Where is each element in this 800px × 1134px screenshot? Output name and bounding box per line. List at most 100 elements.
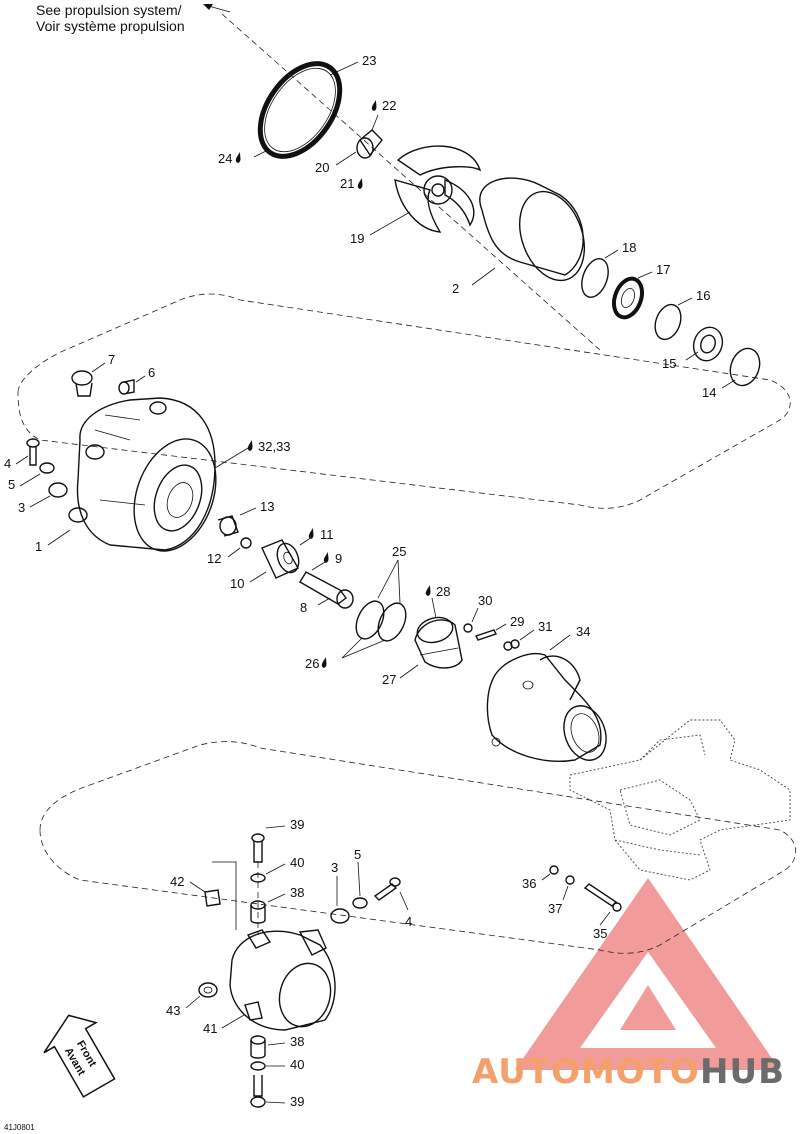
callout-22: 22 (382, 98, 396, 113)
leader-12 (227, 547, 241, 558)
front-arrow-badge: Front Avant (43, 1014, 116, 1098)
callout-4b: 4 (405, 914, 412, 929)
part-5-washer-right (352, 897, 368, 909)
callout-41: 41 (203, 1021, 217, 1036)
part-12-o-ring (240, 537, 252, 549)
callout-38a: 38 (290, 885, 304, 900)
part-13-spacer (217, 515, 239, 537)
leader-29 (495, 623, 507, 631)
lower-group-outline (39, 741, 797, 954)
part-3-grommet-right (330, 908, 350, 924)
callout-12: 12 (207, 551, 221, 566)
part-36-washer (549, 865, 559, 875)
callout-7: 7 (108, 352, 115, 367)
part-39-bolt-upper (251, 833, 265, 863)
part-26-o-ring-2 (377, 602, 407, 642)
header-line-1: See propulsion system/ (36, 2, 182, 18)
leader-28 (431, 597, 437, 619)
callout-9: 9 (335, 551, 342, 566)
leader-38b (267, 1042, 286, 1046)
leader-13 (239, 507, 257, 516)
part-31-o-ring-2 (510, 639, 520, 649)
callout-38b: 38 (290, 1034, 304, 1049)
leader-16 (677, 297, 693, 306)
leader-36 (541, 873, 551, 881)
watermark-part2: HUB (700, 1052, 785, 1092)
leader-18 (604, 249, 619, 259)
watermark-text: AUTOMOTO HUB (472, 1052, 785, 1092)
leader-35 (599, 911, 611, 926)
leader-3 (29, 495, 51, 508)
leader-9 (311, 561, 326, 571)
watermark-logo (515, 878, 780, 1070)
callout-28: 28 (436, 584, 450, 599)
callout-11: 11 (320, 527, 334, 542)
callout-26: 26 (305, 656, 319, 671)
callout-6: 6 (148, 365, 155, 380)
callout-39a: 39 (290, 817, 304, 832)
leader-27 (399, 664, 419, 679)
part-20-sleeve (356, 129, 383, 159)
part-6-dowel (118, 379, 135, 395)
leader-31 (519, 629, 535, 641)
part-26-o-ring (355, 600, 385, 640)
leader-39a (265, 825, 286, 829)
part-23-wear-ring (257, 61, 343, 159)
arrow-head-icon (203, 4, 213, 10)
loctite-drop-icon (371, 100, 377, 111)
axis-42 (212, 861, 237, 930)
part-40-washer-lower (250, 1061, 266, 1071)
part-19-impeller (394, 145, 482, 233)
leader-20 (335, 151, 357, 166)
leader-4b (399, 891, 409, 911)
callout-32-33: 32,33 (258, 439, 291, 454)
leader-22 (371, 114, 379, 131)
callout-15: 15 (662, 356, 676, 371)
callout-1: 1 (35, 539, 42, 554)
callout-3b: 3 (331, 860, 338, 875)
loctite-drop-icon (323, 552, 329, 563)
callout-13: 13 (260, 499, 274, 514)
callout-20: 20 (315, 160, 329, 175)
ghost-mounting-bracket (569, 719, 791, 881)
callout-29: 29 (510, 614, 524, 629)
part-3-grommet (48, 482, 68, 498)
leader-30 (471, 607, 479, 623)
part-17-seal (611, 276, 645, 320)
leader-41 (221, 1014, 245, 1029)
leader-8 (317, 597, 331, 606)
callout-17: 17 (656, 262, 670, 277)
leader-19 (369, 211, 411, 236)
part-30-washer (463, 623, 473, 633)
watermark-triangle-core (620, 985, 676, 1030)
leader-6 (135, 375, 146, 383)
leader-23 (329, 61, 359, 76)
part-10-bearing (261, 539, 300, 579)
callout-8: 8 (300, 600, 307, 615)
leader-42 (189, 881, 206, 893)
leader-43 (185, 995, 201, 1009)
callout-16: 16 (696, 288, 710, 303)
callout-3: 3 (18, 500, 25, 515)
callout-35: 35 (593, 926, 607, 941)
part-41-steering-nozzle (229, 929, 336, 1031)
leader-34 (549, 634, 571, 651)
leader-24 (253, 149, 269, 158)
part-15-bearing (692, 326, 724, 362)
callout-40b: 40 (290, 1057, 304, 1072)
part-42-nut (204, 889, 221, 907)
callout-31: 31 (538, 619, 552, 634)
callout-37: 37 (548, 901, 562, 916)
callout-30: 30 (478, 593, 492, 608)
part-34-venturi (486, 653, 607, 762)
part-4-bolt-right (373, 877, 401, 901)
part-8-shaft (299, 571, 354, 609)
callout-5b: 5 (354, 847, 361, 862)
part-2-stator-housing (479, 177, 585, 282)
part-38-bushing-lower (250, 1035, 266, 1059)
part-29-screw (475, 629, 497, 641)
part-37-nut (565, 875, 575, 885)
callout-34: 34 (576, 624, 590, 639)
